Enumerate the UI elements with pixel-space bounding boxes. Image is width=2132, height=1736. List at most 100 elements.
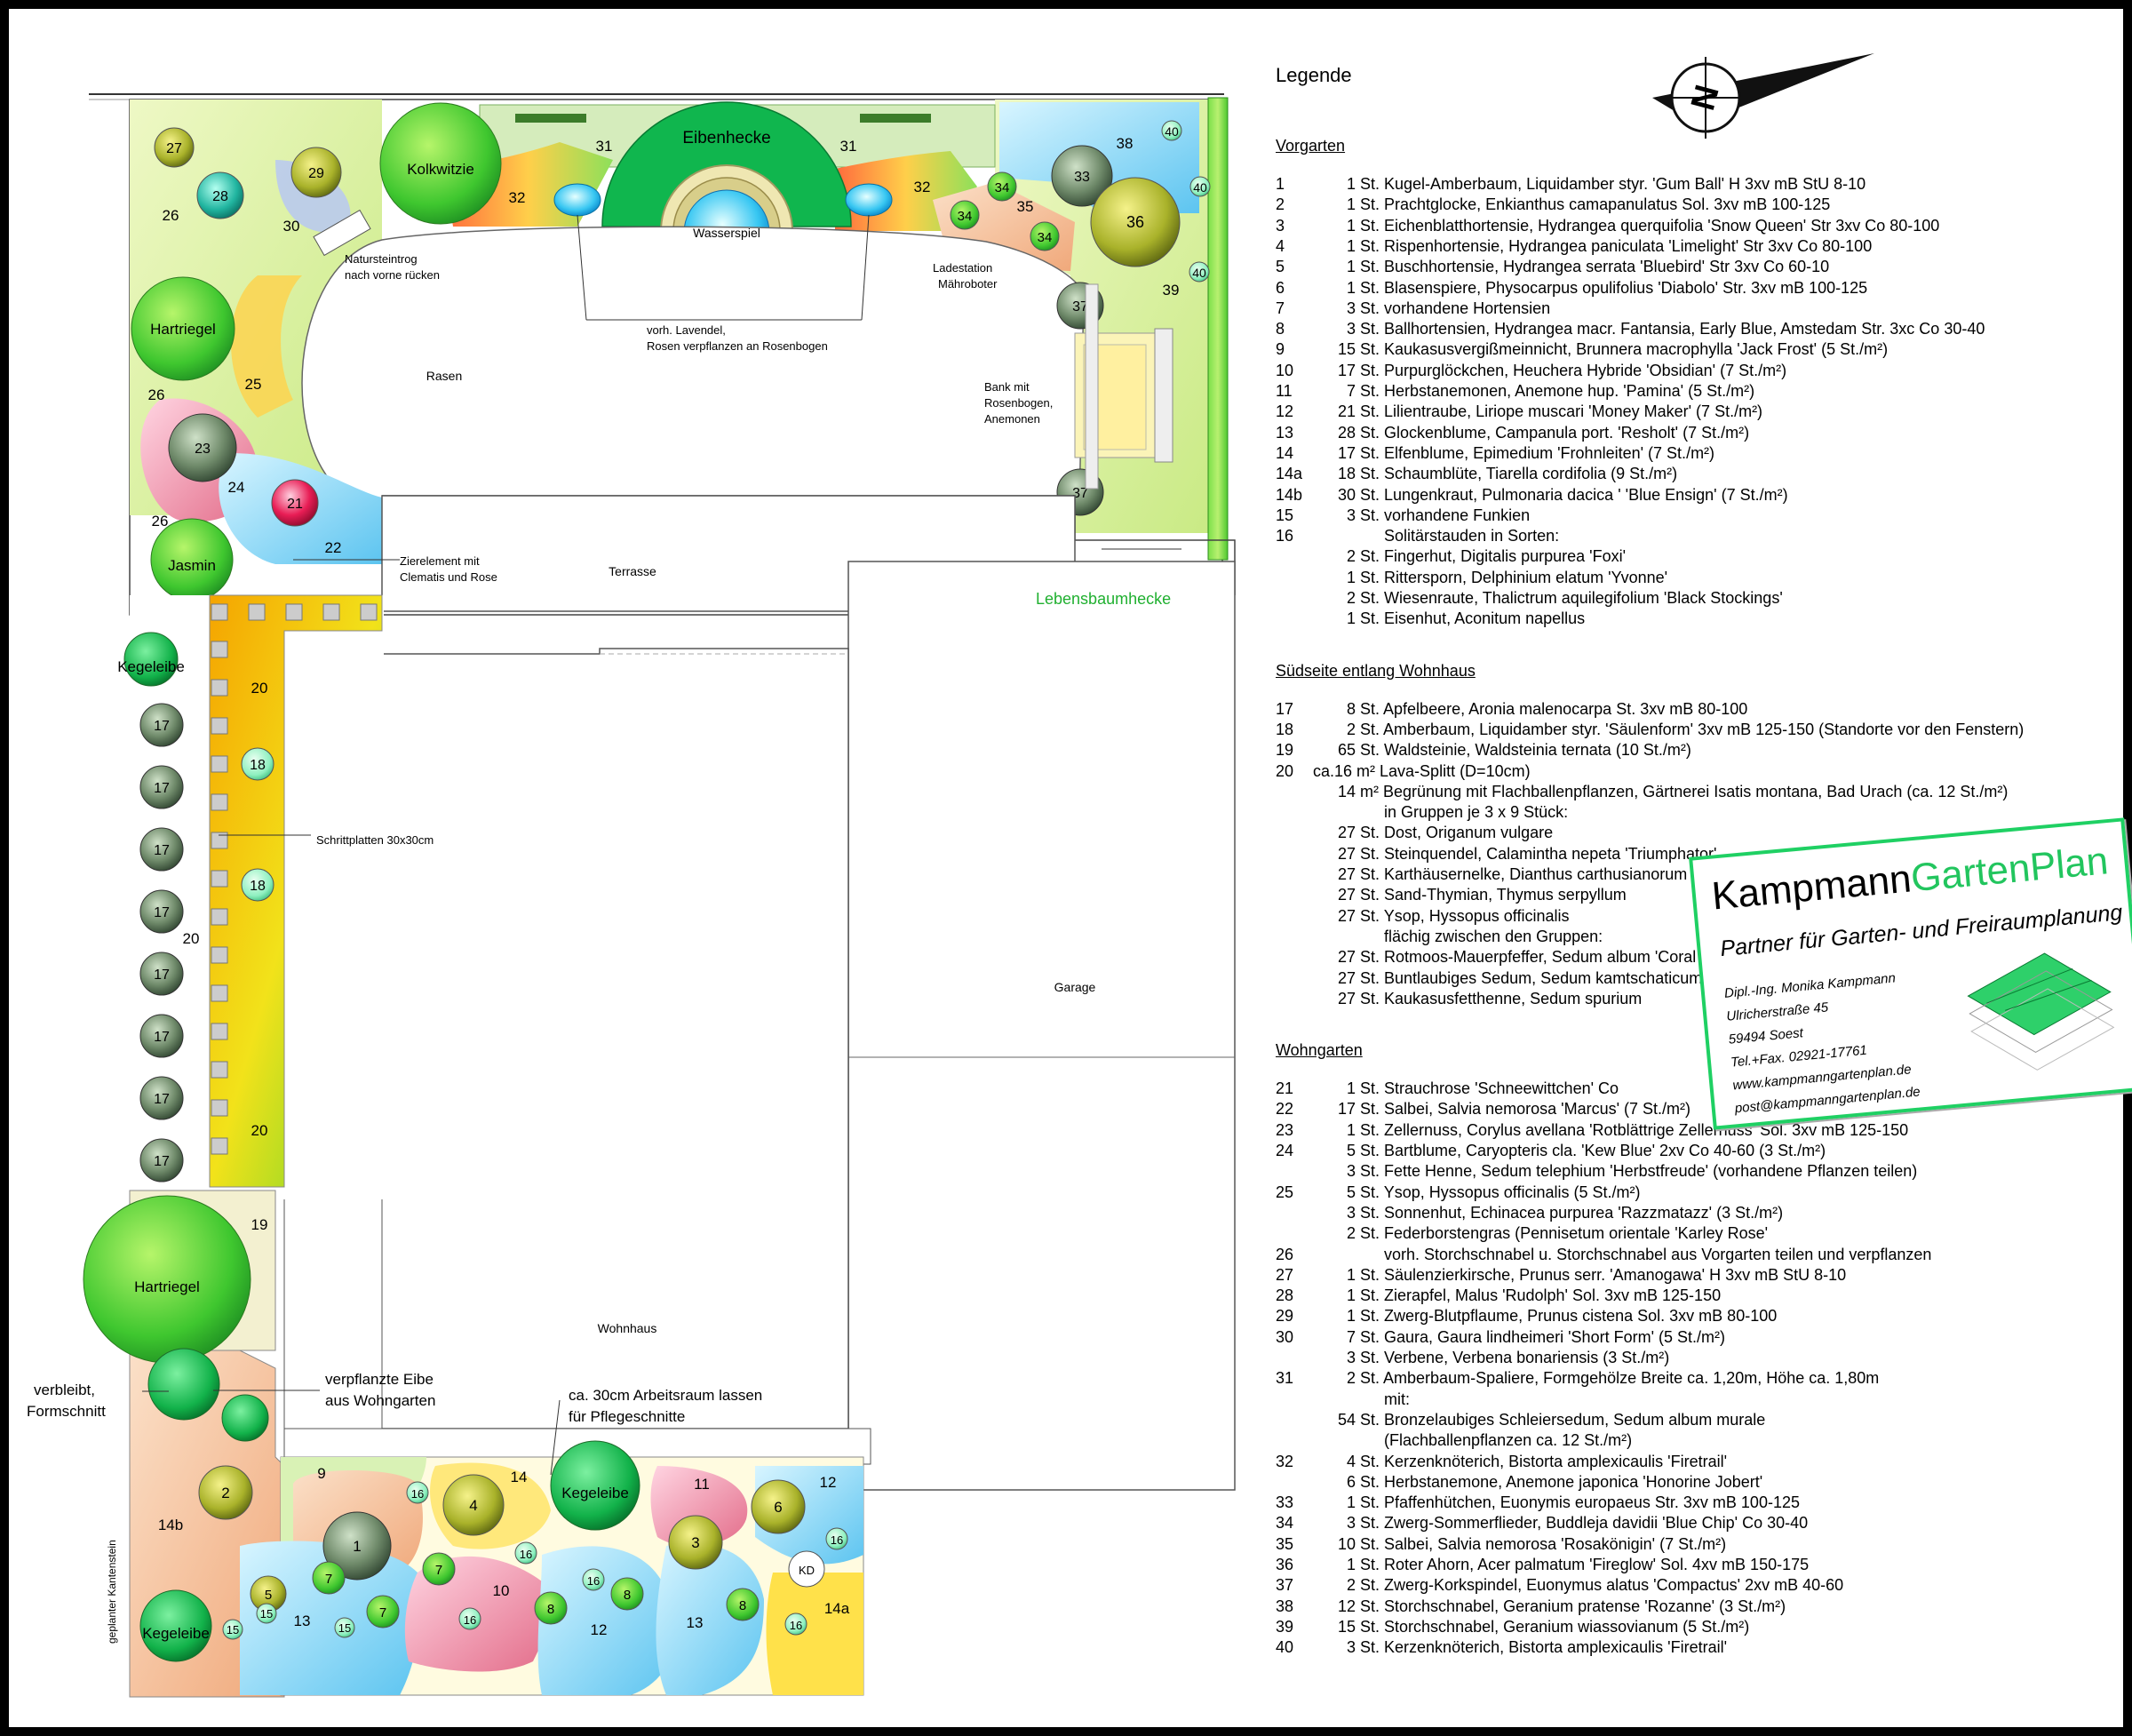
svg-text:16: 16 xyxy=(520,1548,532,1561)
label-verbleibt-1: verbleibt, xyxy=(34,1382,95,1398)
svg-text:18: 18 xyxy=(250,758,266,773)
bed-numbers-bottom: 9 14 11 12 13 10 12 13 14a xyxy=(294,1465,850,1638)
svg-text:12: 12 xyxy=(591,1621,608,1638)
legend-row-number: 14 xyxy=(1276,443,1294,462)
svg-text:14a: 14a xyxy=(824,1600,850,1617)
legend-row-number: 34 xyxy=(1276,1514,1294,1533)
plant-symbols-bottom: 1 4 3 6 5 7 7 7 8 8 8 16 16 16 16 16 16 … xyxy=(222,1440,848,1640)
legend-row-number: 3 xyxy=(1276,216,1285,235)
svg-text:10: 10 xyxy=(493,1582,510,1599)
legend-row-text: 21 St. Lilientraube, Liriope muscari 'Mo… xyxy=(1338,402,1763,421)
legend-row-text: 27 St. Ysop, Hyssopus officinalis xyxy=(1338,906,1570,925)
legend-row-text: 27 St. Buntlaubiges Sedum, Sedum kamtsch… xyxy=(1338,968,1703,987)
svg-text:14: 14 xyxy=(511,1469,528,1485)
plan-text-labels: Rasen Terrasse Garage Wohnhaus Wasserspi… xyxy=(27,129,1171,1644)
legend-row-number: 29 xyxy=(1276,1307,1294,1326)
plan-sheet: 27 28 29 23 21 33 36 37 37 34 34 34 40 4… xyxy=(9,9,2132,1727)
svg-text:23: 23 xyxy=(195,442,211,457)
legend-row-text: 7 St. Herbstanemonen, Anemone hup. 'Pami… xyxy=(1347,382,1755,400)
label-ladestation-2: Mähroboter xyxy=(938,277,998,291)
legend-row-text: 27 St. Steinquendel, Calamintha nepeta '… xyxy=(1338,844,1717,863)
label-eibenhecke: Eibenhecke xyxy=(682,129,770,147)
svg-text:35: 35 xyxy=(1017,198,1034,215)
label-terrasse: Terrasse xyxy=(609,564,656,578)
legend-row-text: ca.16 m² Lava-Splitt (D=10cm) xyxy=(1313,761,1531,780)
label-kolkwitzie: Kolkwitzie xyxy=(407,161,474,178)
legend-row-text: 27 St. Dost, Origanum vulgare xyxy=(1338,824,1554,842)
legend-row-number: 1 xyxy=(1276,175,1285,193)
svg-text:39: 39 xyxy=(1163,282,1180,299)
legend-row-text: 4 St. Kerzenknöterich, Bistorta amplexic… xyxy=(1347,1452,1728,1470)
legend-row-text: 3 St. Ballhortensien, Hydrangea macr. Fa… xyxy=(1347,320,1985,338)
svg-text:13: 13 xyxy=(294,1613,311,1629)
label-lavendel-1: vorh. Lavendel, xyxy=(647,323,726,337)
label-zier-1: Zierelement mit xyxy=(400,554,480,568)
legend-row-number: 25 xyxy=(1276,1183,1294,1201)
legend-row-text: 2 St. Zwerg-Korkspindel, Euonymus alatus… xyxy=(1347,1576,1844,1595)
legend-row-text: 1 St. Rispenhortensie, Hydrangea panicul… xyxy=(1347,236,1873,255)
svg-text:14b: 14b xyxy=(158,1517,183,1533)
label-bank-1: Bank mit xyxy=(984,380,1030,394)
legend-row-number: 32 xyxy=(1276,1452,1294,1470)
legend-row-text: 17 St. Purpurglöckchen, Heuchera Hybride… xyxy=(1338,361,1787,379)
stamp-brand-a: Kampmann xyxy=(1709,856,1913,919)
legend-row-text: 1 St. Zwerg-Blutpflaume, Prunus cistena … xyxy=(1347,1307,1778,1326)
legend-row-text: 3 St. vorhandene Hortensien xyxy=(1347,299,1551,317)
label-schrittplatten: Schrittplatten 30x30cm xyxy=(316,833,434,847)
legend-row-number: 40 xyxy=(1276,1638,1294,1657)
legend-row-text: 30 St. Lungenkraut, Pulmonaria dacica ' … xyxy=(1338,485,1788,504)
garden-plan: 27 28 29 23 21 33 36 37 37 34 34 34 40 4… xyxy=(27,93,1236,1698)
svg-text:15: 15 xyxy=(260,1607,273,1621)
plant-symbols-south: 17 17 17 17 17 17 17 17 18 18 xyxy=(123,632,274,1183)
legend-row-text: flächig zwischen den Gruppen: xyxy=(1384,927,1603,945)
legend-row-text: 1 St. Roter Ahorn, Acer palmatum 'Firegl… xyxy=(1347,1556,1810,1573)
legend-row-number: 7 xyxy=(1276,299,1285,317)
svg-text:17: 17 xyxy=(154,968,170,983)
svg-text:31: 31 xyxy=(596,138,613,155)
svg-text:37: 37 xyxy=(1072,299,1088,315)
label-arbeit-2: für Pflegeschnitte xyxy=(569,1408,685,1425)
svg-text:40: 40 xyxy=(1193,180,1207,195)
label-kegeleibe-3: Kegeleibe xyxy=(142,1625,210,1642)
legend-row-text: 27 St. Sand-Thymian, Thymus serpyllum xyxy=(1338,886,1627,904)
stepping-stones xyxy=(211,603,378,1245)
svg-text:11: 11 xyxy=(694,1476,710,1493)
legend-row-text: 2 St. Fingerhut, Digitalis purpurea 'Fox… xyxy=(1347,547,1627,566)
label-eibe-1: verpflanzte Eibe xyxy=(325,1371,434,1388)
legend-row-number: 13 xyxy=(1276,423,1294,442)
legend-row-text: 65 St. Waldsteinie, Waldsteinia ternata … xyxy=(1338,741,1691,760)
svg-text:20: 20 xyxy=(251,1122,268,1139)
legend-row-text: 27 St. Kaukasusfetthenne, Sedum spurium xyxy=(1338,989,1643,1007)
svg-text:5: 5 xyxy=(265,1588,272,1603)
legend-row-text: 1 St. Eichenblatthortensie, Hydrangea qu… xyxy=(1347,216,1940,235)
svg-text:1: 1 xyxy=(353,1538,361,1555)
legend-row-number: 11 xyxy=(1276,382,1293,400)
legend-row-number: 30 xyxy=(1276,1327,1294,1346)
legend-row-number: 5 xyxy=(1276,258,1285,276)
legend-row-text: 1 St. Strauchrose 'Schneewittchen' Co xyxy=(1347,1079,1619,1098)
svg-text:28: 28 xyxy=(212,189,228,204)
label-jasmin: Jasmin xyxy=(168,557,216,574)
label-bank-3: Anemonen xyxy=(984,412,1040,426)
legend-row-text: 17 St. Elfenblume, Epimedium 'Frohnleite… xyxy=(1338,443,1715,462)
legend-row-number: 33 xyxy=(1276,1493,1294,1512)
svg-text:38: 38 xyxy=(1117,135,1134,152)
svg-text:37: 37 xyxy=(1072,486,1088,501)
svg-text:8: 8 xyxy=(547,1602,554,1617)
company-stamp: KampmannGartenPlan Partner für Garten- u… xyxy=(1689,817,2132,1130)
legend-row-text: 2 St. Federborstengras (Pennisetum orien… xyxy=(1347,1224,1769,1243)
legend-row-number: 2 xyxy=(1276,195,1285,214)
legend-row-number: 36 xyxy=(1276,1556,1294,1573)
legend-section-heading: Vorgarten xyxy=(1276,137,1346,155)
legend-row-text: 12 St. Storchschnabel, Geranium pratense… xyxy=(1338,1597,1786,1615)
label-wohnhaus: Wohnhaus xyxy=(598,1321,657,1335)
svg-text:34: 34 xyxy=(995,180,1010,195)
svg-text:15: 15 xyxy=(227,1623,239,1636)
legend-row-number: 23 xyxy=(1276,1120,1294,1139)
svg-text:17: 17 xyxy=(154,1030,170,1045)
legend-row-text: 1 St. Zellernuss, Corylus avellana 'Rotb… xyxy=(1347,1120,1909,1139)
label-natursteintrog-2: nach vorne rücken xyxy=(345,268,440,282)
label-hartriegel-top: Hartriegel xyxy=(150,321,216,338)
label-ladestation-1: Ladestation xyxy=(933,261,992,275)
stamp-brand-b: GartenPlan xyxy=(1909,839,2111,901)
